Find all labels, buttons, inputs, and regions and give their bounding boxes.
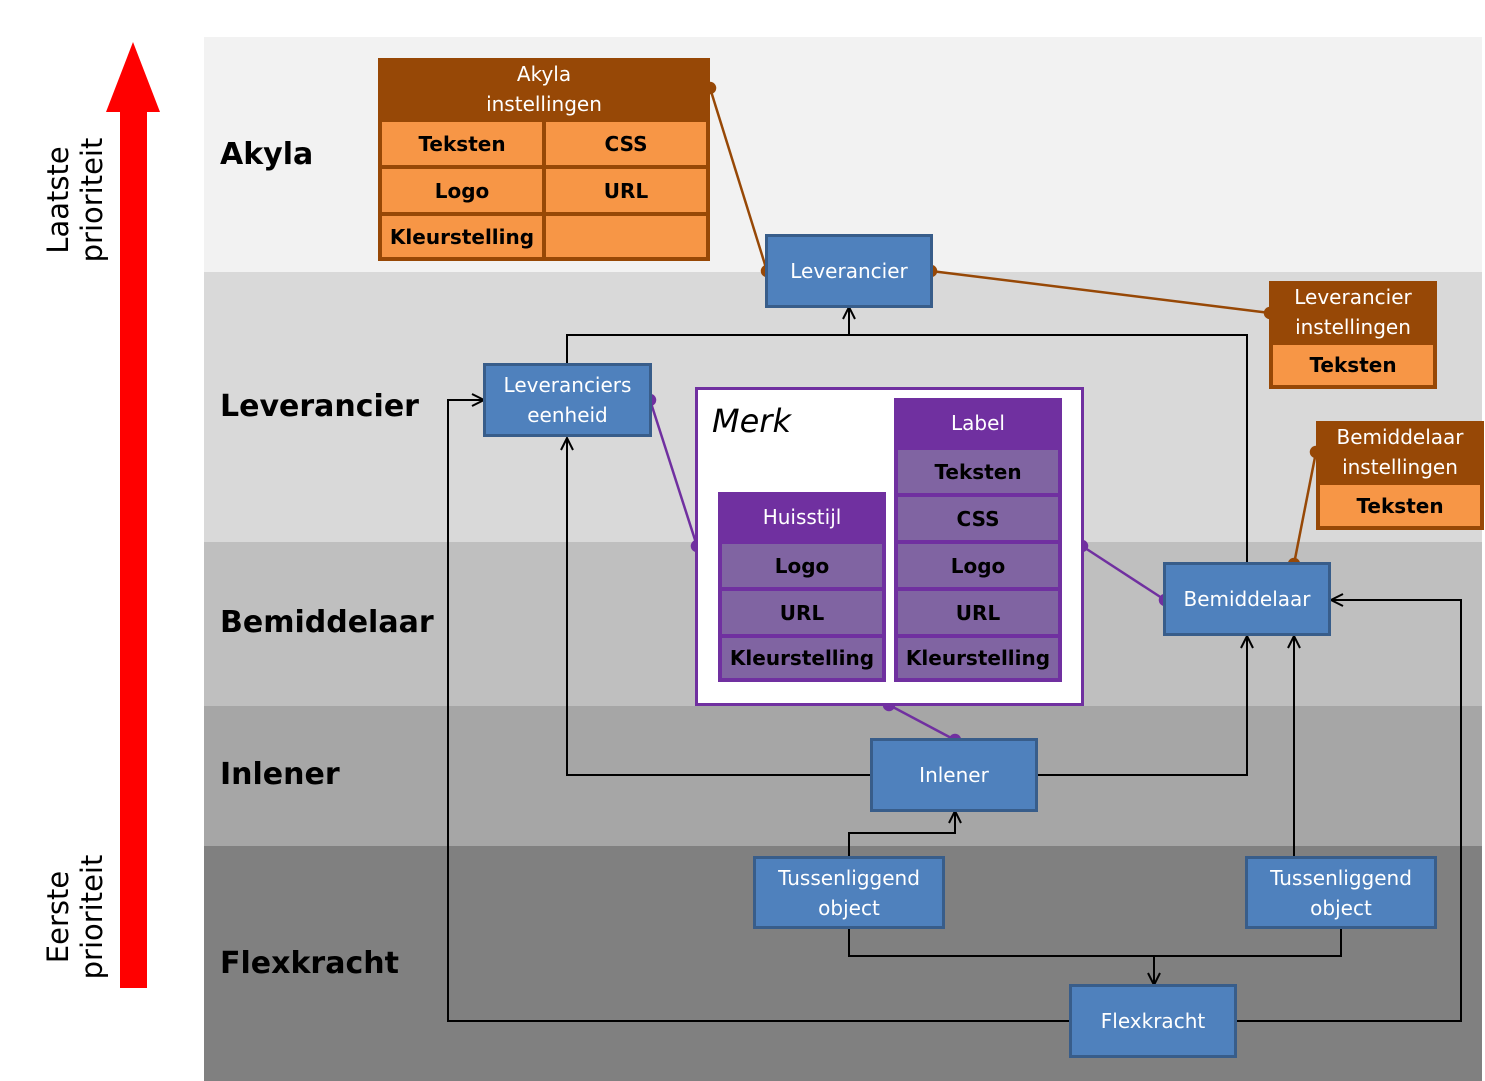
akyla-cell-logo: Logo	[380, 167, 544, 214]
leverancier-settings-table: Leverancier instellingen Teksten	[1269, 281, 1437, 389]
edge-flexkracht-to-eenheid	[447, 400, 1071, 1022]
edge-tussen1-to-flexkracht	[848, 928, 1154, 985]
label-cell-logo: Logo	[896, 542, 1060, 589]
akyla-settings-header: Akyla instellingen	[378, 58, 710, 120]
edge-inlener-to-bemiddelaar	[1036, 636, 1247, 776]
node-leverancier: Leverancier	[765, 234, 933, 308]
akyla-cell-css: CSS	[544, 120, 708, 167]
level-akyla: Akyla	[220, 137, 314, 172]
level-inlener: Inlener	[220, 757, 340, 792]
label-cell-url: URL	[896, 589, 1060, 636]
node-tussenliggend-1: Tussenliggend object	[753, 856, 945, 929]
huisstijl-cell-logo: Logo	[720, 542, 884, 589]
akyla-cell-empty	[544, 214, 708, 259]
merk-title: Merk	[712, 402, 791, 440]
node-bemiddelaar: Bemiddelaar	[1163, 562, 1331, 636]
leverancier-settings-title-line1: Leverancier	[1294, 285, 1412, 309]
label-cell-kleurstelling: Kleurstelling	[896, 636, 1060, 680]
node-tussenliggend-1-line1: Tussenliggend	[778, 865, 920, 890]
label-table: Label Teksten CSS Logo URL Kleurstelling	[894, 398, 1062, 682]
level-leverancier: Leverancier	[220, 389, 419, 424]
label-cell-teksten: Teksten	[896, 448, 1060, 495]
edge-tussen2-to-flexkracht	[1154, 928, 1342, 957]
level-bemiddelaar: Bemiddelaar	[220, 605, 434, 640]
leverancier-settings-title-line2: instellingen	[1295, 315, 1411, 339]
priority-arrow	[106, 42, 160, 988]
huisstijl-cell-url: URL	[720, 589, 884, 636]
bemiddelaar-settings-cell-teksten: Teksten	[1318, 483, 1482, 528]
huisstijl-header: Huisstijl	[718, 492, 886, 542]
label-cell-css: CSS	[896, 495, 1060, 542]
edge-tussen1-to-inlener	[848, 811, 955, 858]
bemiddelaar-settings-header: Bemiddelaar instellingen	[1316, 421, 1484, 483]
node-leveranciers-eenheid-line1: Leveranciers	[503, 373, 632, 397]
node-tussenliggend-2-line1: Tussenliggend	[1270, 865, 1412, 890]
edge-eenheid-to-leverancier	[566, 307, 849, 365]
node-inlener: Inlener	[870, 738, 1038, 812]
huisstijl-cell-kleurstelling: Kleurstelling	[720, 636, 884, 680]
label-header: Label	[894, 398, 1062, 448]
edge-inlener-to-eenheid	[567, 438, 872, 776]
akyla-settings-title-line2: instellingen	[486, 92, 602, 116]
level-flexkracht: Flexkracht	[220, 946, 399, 981]
akyla-settings-title-line1: Akyla	[516, 62, 572, 86]
bemiddelaar-settings-title-line2: instellingen	[1342, 455, 1458, 479]
node-tussenliggend-2: Tussenliggend object	[1245, 856, 1437, 929]
akyla-cell-kleurstelling: Kleurstelling	[380, 214, 544, 259]
bemiddelaar-settings-title-line1: Bemiddelaar	[1336, 425, 1464, 449]
leverancier-settings-header: Leverancier instellingen	[1269, 281, 1437, 343]
leverancier-settings-cell-teksten: Teksten	[1271, 343, 1435, 387]
node-tussenliggend-2-line2: object	[1310, 895, 1372, 920]
huisstijl-table: Huisstijl Logo URL Kleurstelling	[718, 492, 886, 682]
node-leveranciers-eenheid: Leveranciers eenheid	[483, 363, 652, 437]
node-leveranciers-eenheid-line2: eenheid	[527, 403, 608, 427]
akyla-cell-teksten: Teksten	[380, 120, 544, 167]
node-tussenliggend-1-line2: object	[818, 895, 880, 920]
node-flexkracht: Flexkracht	[1069, 984, 1237, 1058]
akyla-settings-table: Akyla instellingen Teksten CSS Logo URL …	[378, 58, 710, 261]
akyla-cell-url: URL	[544, 167, 708, 214]
edge-flexkracht-to-bemiddelaar	[1236, 600, 1462, 1022]
edge-bemiddelaar-to-leverancier	[849, 334, 1248, 564]
bemiddelaar-settings-table: Bemiddelaar instellingen Teksten	[1316, 421, 1484, 530]
